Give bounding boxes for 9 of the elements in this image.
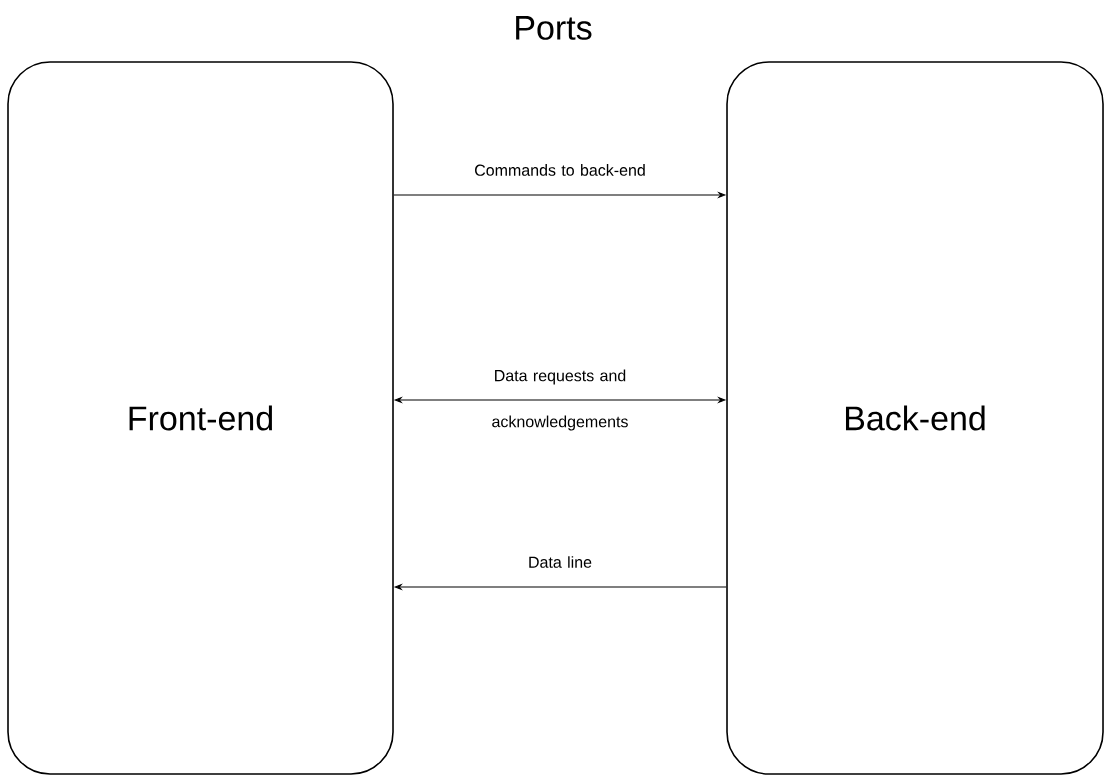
edge-label: Data requests and acknowledgements xyxy=(492,369,628,431)
arrow xyxy=(393,192,726,198)
arrow xyxy=(394,584,727,590)
rounded-box: Front-end xyxy=(7,61,394,775)
arrow xyxy=(394,397,726,403)
rounded-box: Back-end xyxy=(726,61,1104,775)
title: Ports xyxy=(516,16,592,40)
edge-label: Commands to back-end xyxy=(475,164,645,176)
edge-label: Data line xyxy=(529,556,592,568)
